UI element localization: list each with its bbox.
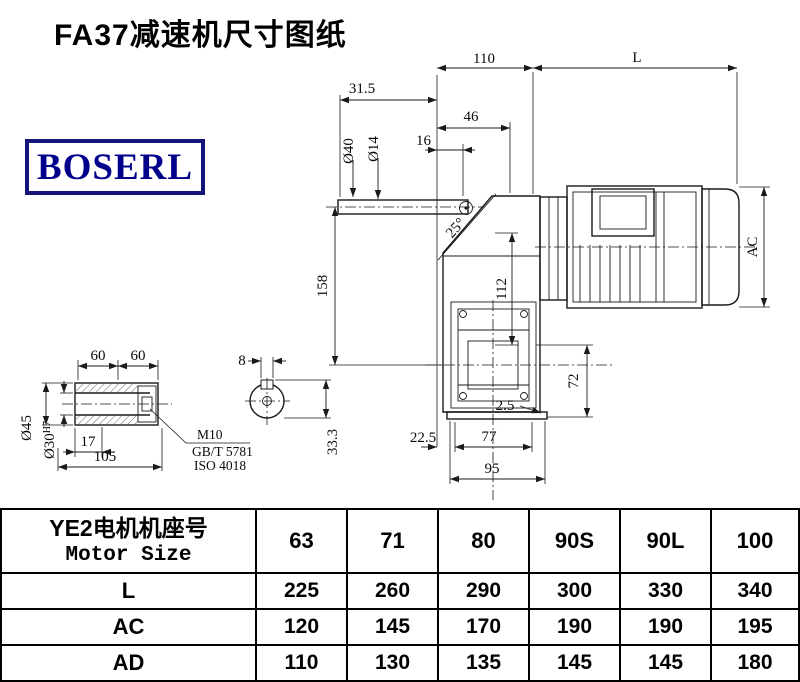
dim-46-label: 46 <box>464 109 480 125</box>
table-cell: 195 <box>710 608 800 646</box>
dim-33-3-label: 33.3 <box>325 429 341 455</box>
table-cell: 340 <box>710 572 800 610</box>
thread-m10-label: M10 <box>197 427 223 442</box>
standard-gbt-label: GB/T 5781 <box>192 444 253 459</box>
dim-8-label: 8 <box>238 353 246 369</box>
table-cell: 190 <box>528 608 621 646</box>
table-cell: 225 <box>255 572 348 610</box>
dim-77-label: 77 <box>482 429 498 445</box>
dim-2-5-label: 2.5 <box>496 398 515 414</box>
inspection-hole <box>459 201 473 215</box>
dim-60b-label: 60 <box>131 348 146 364</box>
size-column-header: 90L <box>619 508 712 574</box>
main-assembly-view: 110 L 31.5 46 16 Ø40 Ø14 25° 158 112 AC … <box>315 50 770 500</box>
dim-72-label: 72 <box>566 374 582 389</box>
dim-L-label: L <box>632 50 641 66</box>
table-cell: 290 <box>437 572 530 610</box>
dim-dia40-label: Ø40 <box>341 138 357 164</box>
size-column-header: 63 <box>255 508 348 574</box>
table-cell: 145 <box>346 608 439 646</box>
standard-iso-label: ISO 4018 <box>194 458 246 473</box>
table-cell: 110 <box>255 644 348 682</box>
technical-drawing: 110 L 31.5 46 16 Ø40 Ø14 25° 158 112 AC … <box>19 50 770 500</box>
dim-110-label: 110 <box>473 51 495 67</box>
table-header-row: YE2电机机座号 Motor Size 63 71 80 90S 90L 100 <box>0 508 800 574</box>
table-cell: 130 <box>346 644 439 682</box>
table-cell: 190 <box>619 608 712 646</box>
shaft-detail-view: 60 60 Ø45 Ø30H7 17 105 M10 GB/T 5781 ISO… <box>19 348 253 473</box>
flange-bolt-hole <box>459 392 467 400</box>
table-cell: 170 <box>437 608 530 646</box>
dim-dia45-label: Ø45 <box>19 415 35 441</box>
dim-112-label: 112 <box>494 278 510 300</box>
table-cell: 260 <box>346 572 439 610</box>
boserl-logo-text: BOSERL <box>36 146 194 188</box>
size-column-header: 80 <box>437 508 530 574</box>
flange-bolt-hole <box>520 310 528 318</box>
flange-bolt-hole <box>520 392 528 400</box>
table-cell: 120 <box>255 608 348 646</box>
dim-60a-label: 60 <box>91 348 106 364</box>
dim-dia14-label: Ø14 <box>366 136 382 162</box>
motor-size-label-cn: YE2电机机座号 <box>49 515 208 541</box>
size-column-header: 71 <box>346 508 439 574</box>
row-label: AD <box>0 644 257 682</box>
motor-outline <box>539 185 740 309</box>
dim-dia30h7-label: Ø30H7 <box>42 421 58 459</box>
row-label: AC <box>0 608 257 646</box>
table-cell: 145 <box>528 644 621 682</box>
extension-lines <box>329 72 770 484</box>
dim-95-label: 95 <box>485 461 500 477</box>
bore-section-view: 8 33.3 <box>238 353 341 455</box>
fan-cover <box>701 188 740 306</box>
dim-AC-label: AC <box>745 237 761 258</box>
bottom-flange <box>446 411 548 420</box>
size-column-header: 100 <box>710 508 800 574</box>
gearbox-outline <box>337 193 548 420</box>
boserl-logo: BOSERL <box>25 139 205 195</box>
table-cell: 180 <box>710 644 800 682</box>
dimension-lines <box>331 64 768 483</box>
dimension-labels: 110 L 31.5 46 16 Ø40 Ø14 25° 158 112 AC … <box>315 50 761 477</box>
table-row-AD: AD 110 130 135 145 145 180 <box>0 644 800 682</box>
dim-105-label: 105 <box>94 449 117 465</box>
motor-size-label-en: Motor Size <box>65 544 192 567</box>
motor-size-header-cell: YE2电机机座号 Motor Size <box>0 508 257 574</box>
dim-25deg-label: 25° <box>443 215 469 241</box>
size-column-header: 90S <box>528 508 621 574</box>
page-title: FA37减速机尺寸图纸 <box>54 19 347 52</box>
table-row-L: L 225 260 290 300 330 340 <box>0 572 800 610</box>
table-cell: 135 <box>437 644 530 682</box>
table-row-AC: AC 120 145 170 190 190 195 <box>0 608 800 646</box>
table-cell: 145 <box>619 644 712 682</box>
dim-22-5-label: 22.5 <box>410 430 436 446</box>
table-cell: 300 <box>528 572 621 610</box>
terminal-box <box>591 188 655 237</box>
row-label: L <box>0 572 257 610</box>
dim-16-label: 16 <box>416 133 432 149</box>
dim-31-5-label: 31.5 <box>349 81 375 97</box>
dim-17-label: 17 <box>81 434 97 450</box>
centerlines <box>326 206 756 500</box>
flange-bolt-hole <box>459 310 467 318</box>
motor-size-table: YE2电机机座号 Motor Size 63 71 80 90S 90L 100… <box>0 508 800 682</box>
motor-adapter <box>539 196 568 301</box>
table-cell: 330 <box>619 572 712 610</box>
dim-158-label: 158 <box>315 275 331 298</box>
